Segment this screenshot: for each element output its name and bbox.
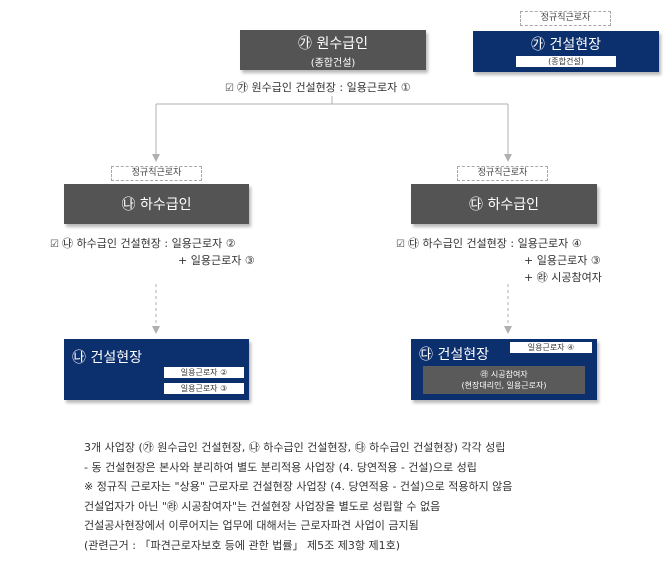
prime-site-subtitle: (종합건설) — [516, 56, 616, 67]
footer-notes: 3개 사업장 (㉮ 원수급인 건설현장, ㉯ 하수급인 건설현장, ㉰ 하수급인… — [84, 438, 512, 555]
participant-line1: ㉱ 시공참여자 — [480, 370, 528, 379]
tree-connector — [152, 96, 512, 162]
regular-worker-label-left: 정규직근로자 — [111, 166, 202, 181]
right-site-box: ㉰ 건설현장 일용근로자 ④ ㉱ 시공참여자 (현장대리인, 일용근로자) — [411, 339, 597, 400]
footer-line-4: 건설업자가 아닌 "㉱ 시공참여자"는 건설현장 사업장을 별도로 성립할 수 … — [84, 499, 441, 513]
checkbox-icon: ☑ — [396, 239, 405, 250]
footer-line-5: 건설공사현장에서 이루어지는 업무에 대해서는 근로자파견 사업이 금지됨 — [84, 519, 419, 532]
prime-site-note: ☑㉮ 원수급인 건설현장 : 일용근로자 ① — [225, 79, 411, 95]
right-subcontractor-title: ㉰ 하수급인 — [469, 197, 539, 213]
right-site-title: ㉰ 건설현장 — [419, 347, 489, 363]
participant-box: ㉱ 시공참여자 (현장대리인, 일용근로자) — [423, 366, 585, 394]
prime-site-note-text: ㉮ 원수급인 건설현장 : 일용근로자 ① — [236, 81, 411, 94]
participant-line2: (현장대리인, 일용근로자) — [461, 381, 547, 390]
right-site-note-line3: + ㉱ 시공참여자 — [524, 271, 602, 284]
left-site-title: ㉯ 건설현장 — [72, 350, 142, 366]
right-subcontractor-box: ㉰ 하수급인 — [411, 184, 597, 224]
right-site-note: ☑㉰ 하수급인 건설현장 : 일용근로자 ④ — [396, 235, 582, 251]
left-site-item-2: 일용근로자 ③ — [164, 383, 244, 394]
footer-line-1: 3개 사업장 (㉮ 원수급인 건설현장, ㉯ 하수급인 건설현장, ㉰ 하수급인… — [84, 441, 506, 454]
right-site-note-line1: ㉰ 하수급인 건설현장 : 일용근로자 ④ — [407, 237, 582, 250]
footer-line-2: - 동 건설현장은 본사와 분리하여 별도 분리적용 사업장 (4. 당연적용 … — [84, 460, 477, 474]
left-site-item-1: 일용근로자 ② — [164, 367, 244, 378]
left-subcontractor-box: ㉯ 하수급인 — [64, 184, 249, 224]
right-site-note-line2: + 일용근로자 ③ — [524, 254, 601, 267]
footer-line-6: (관련근거 : 「파견근로자보호 등에 관한 법률」 제5조 제3항 제1호) — [84, 538, 401, 552]
prime-site-box: ㉮ 건설현장 (종합건설) — [473, 31, 659, 72]
prime-contractor-title: ㉮ 원수급인 — [298, 36, 368, 52]
prime-contractor-box: ㉮ 원수급인 (종합건설) — [240, 30, 426, 70]
left-subcontractor-title: ㉯ 하수급인 — [121, 197, 192, 213]
left-site-note-line2: + 일용근로자 ③ — [178, 254, 255, 267]
left-site-note-line1: ㉯ 하수급인 건설현장 : 일용근로자 ② — [61, 237, 236, 250]
regular-worker-label-right: 정규직근로자 — [457, 166, 548, 181]
left-site-note: ☑㉯ 하수급인 건설현장 : 일용근로자 ② — [50, 235, 236, 251]
left-site-box: ㉯ 건설현장 일용근로자 ② 일용근로자 ③ — [64, 339, 249, 400]
right-site-badge: 일용근로자 ④ — [510, 342, 592, 353]
checkbox-icon: ☑ — [225, 83, 234, 94]
regular-worker-label-top: 정규직근로자 — [520, 11, 611, 26]
footer-line-3: ※ 정규직 근로자는 "상용" 근로자로 건설현장 사업장 (4. 당연적용 -… — [84, 480, 513, 493]
prime-contractor-subtitle: (종합건설) — [310, 58, 356, 69]
prime-site-title: ㉮ 건설현장 — [531, 37, 601, 53]
checkbox-icon: ☑ — [50, 239, 59, 250]
